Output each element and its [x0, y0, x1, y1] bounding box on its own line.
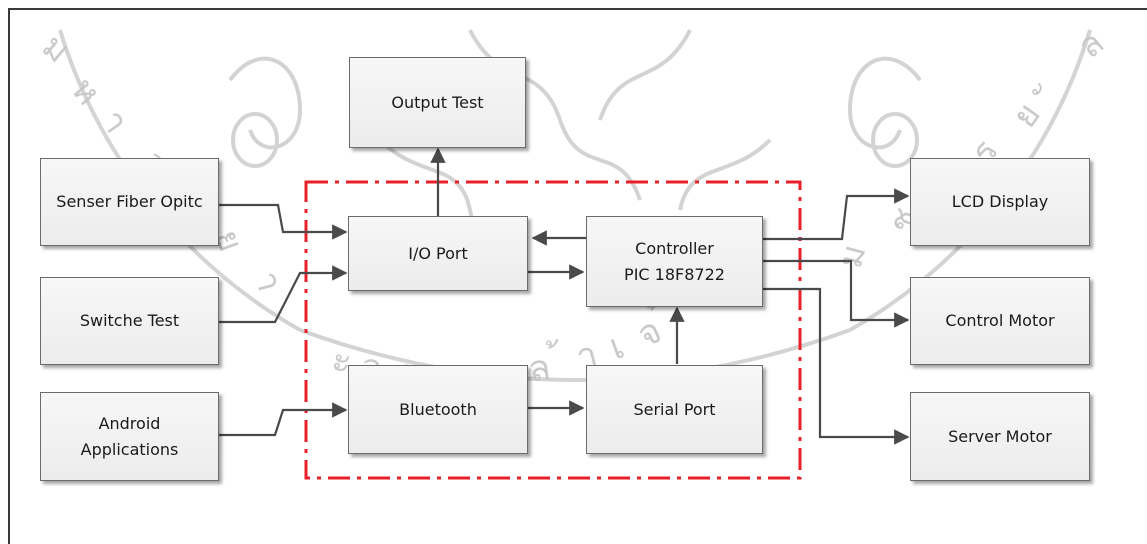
- wire-controller-to-server-motor: [763, 289, 908, 437]
- io-port-label: I/O Port: [408, 241, 468, 267]
- serial-port-block: Serial Port: [586, 365, 763, 454]
- android-label-line2: Applications: [81, 437, 179, 463]
- serial-port-label: Serial Port: [633, 397, 715, 423]
- controller-label-line1: Controller: [635, 236, 714, 262]
- lcd-display-label: LCD Display: [952, 189, 1048, 215]
- android-label-line1: Android: [99, 411, 161, 437]
- server-motor-block: Server Motor: [910, 392, 1090, 481]
- control-motor-label: Control Motor: [945, 308, 1054, 334]
- controller-label-line2: PIC 18F8722: [624, 262, 725, 288]
- wire-controller-to-lcd: [763, 196, 908, 239]
- wire-controller-to-control-motor: [763, 261, 908, 320]
- lcd-display-block: LCD Display: [910, 158, 1090, 246]
- server-motor-label: Server Motor: [948, 424, 1052, 450]
- wire-switche-to-io: [219, 273, 346, 322]
- output-test-block: Output Test: [349, 57, 526, 148]
- output-test-label: Output Test: [391, 90, 483, 116]
- bluetooth-label: Bluetooth: [399, 397, 477, 423]
- controller-block: Controller PIC 18F8722: [586, 216, 763, 307]
- android-applications-block: Android Applications: [40, 392, 219, 481]
- switche-test-label: Switche Test: [80, 308, 179, 334]
- io-port-block: I/O Port: [348, 216, 528, 291]
- control-motor-block: Control Motor: [910, 277, 1090, 365]
- bluetooth-block: Bluetooth: [348, 365, 528, 454]
- wire-senser-to-io: [219, 205, 346, 232]
- wire-android-to-bluetooth: [219, 410, 346, 435]
- senser-fiber-label: Senser Fiber Opitc: [56, 189, 202, 215]
- switche-test-block: Switche Test: [40, 277, 219, 365]
- senser-fiber-block: Senser Fiber Opitc: [40, 158, 219, 246]
